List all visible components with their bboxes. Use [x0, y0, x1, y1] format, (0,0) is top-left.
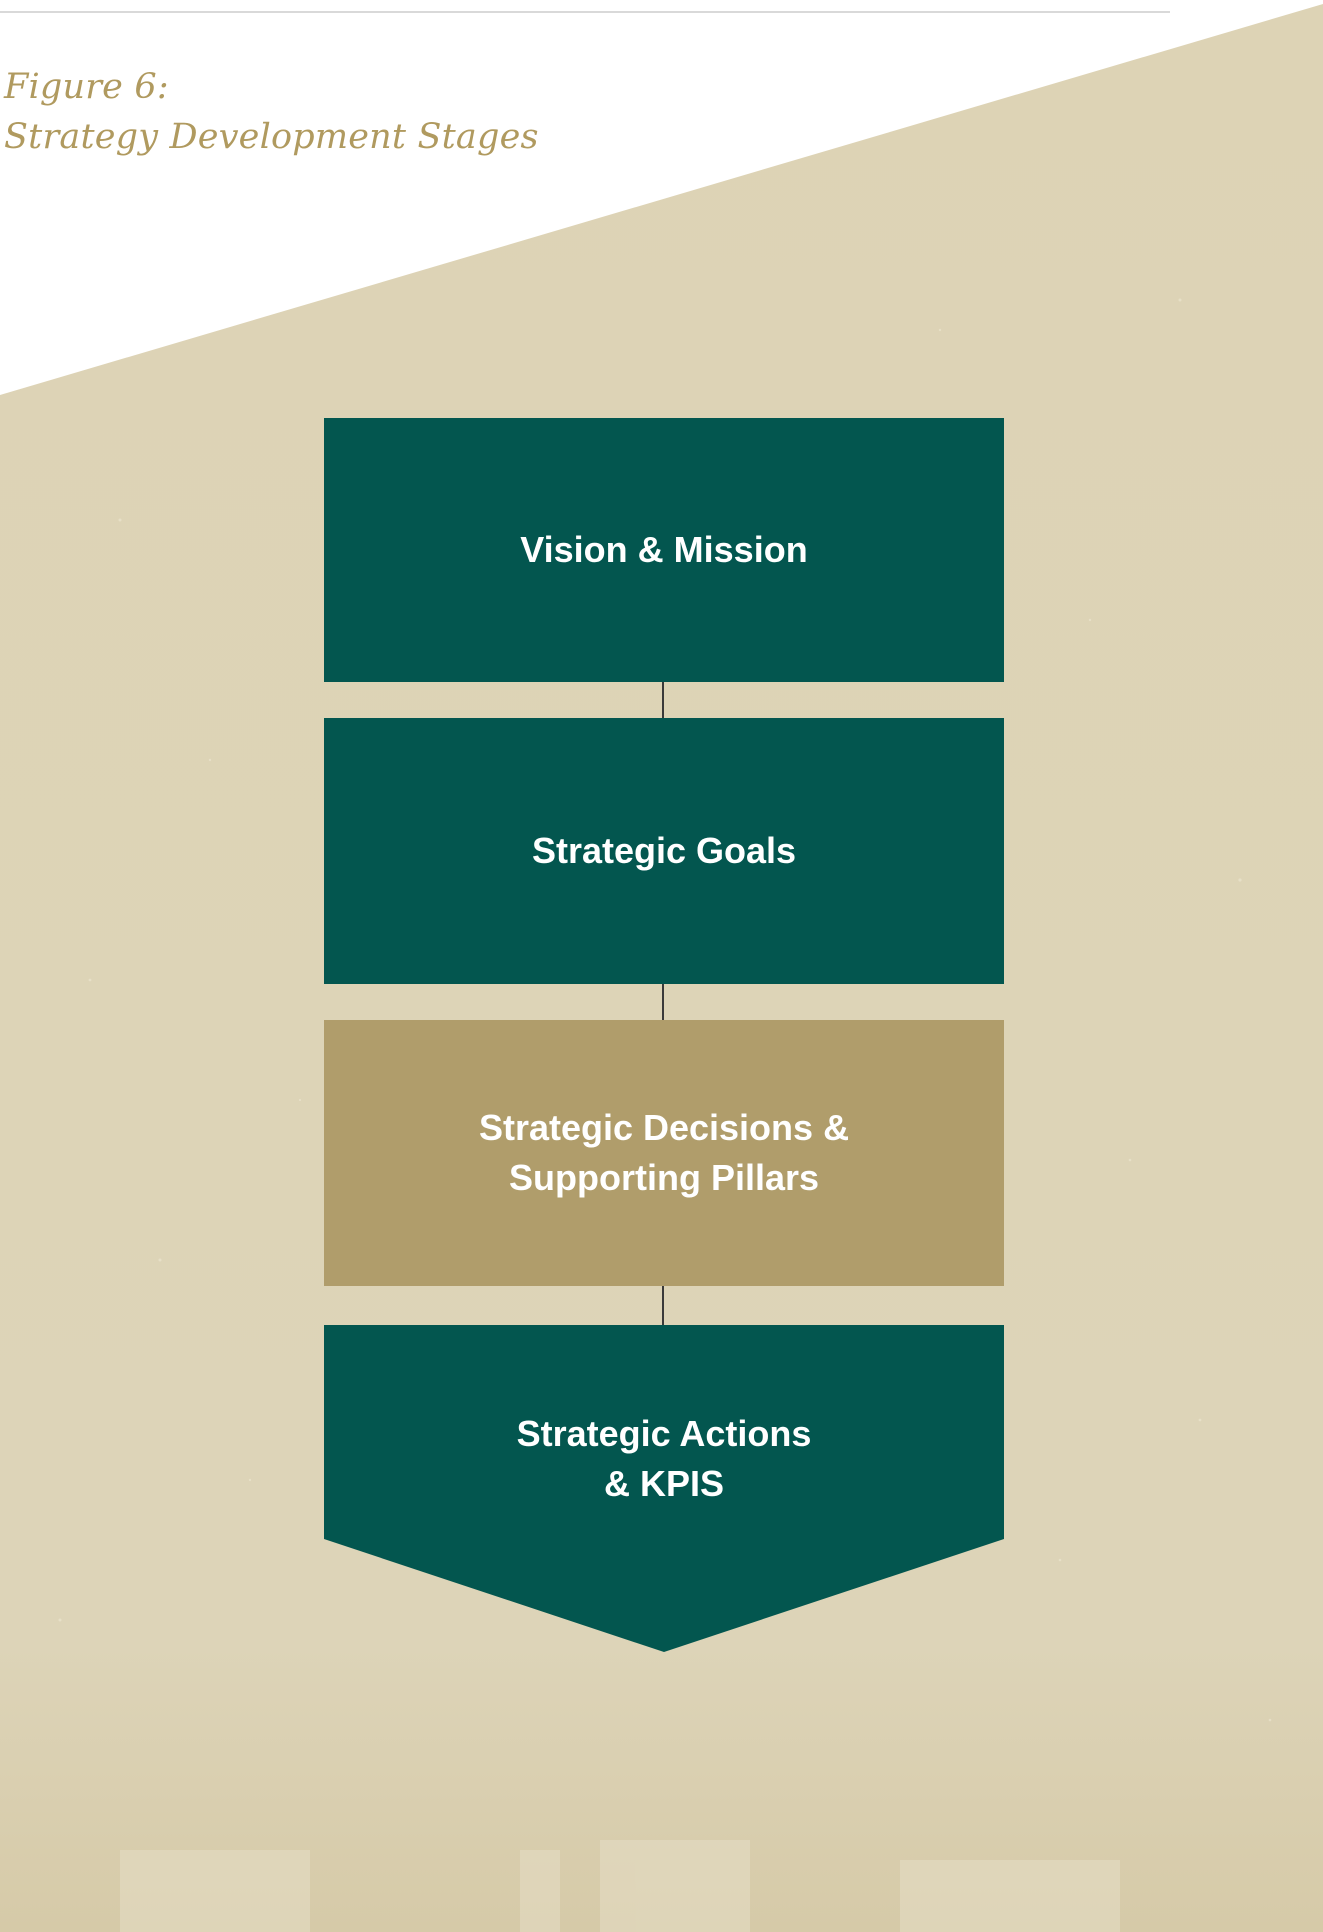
figure-caption: Figure 6: Strategy Development Stages: [4, 62, 539, 162]
connector-line-2: [662, 984, 664, 1020]
stage-label: Vision & Mission: [520, 529, 808, 570]
arrow-down-shape: [324, 1325, 1004, 1652]
figure-number: Figure 6:: [4, 67, 169, 107]
connector-line-1: [662, 682, 664, 718]
figure-title: Strategy Development Stages: [4, 117, 539, 157]
stage-strategic-goals: Strategic Goals: [324, 718, 1004, 984]
stage-label: Strategic Goals: [531, 830, 797, 871]
stage-label: Strategic Actions & KPIS: [516, 1413, 812, 1504]
stage-strategic-decisions: Strategic Decisions & Supporting Pillars: [324, 1020, 1004, 1286]
stage-strategic-actions: Strategic Actions & KPIS: [324, 1325, 1004, 1652]
connector-line-3: [662, 1286, 664, 1326]
top-divider-line: [0, 11, 1170, 13]
stage-vision-mission: Vision & Mission: [324, 418, 1004, 682]
stage-label: Strategic Decisions & Supporting Pillars: [478, 1107, 850, 1198]
